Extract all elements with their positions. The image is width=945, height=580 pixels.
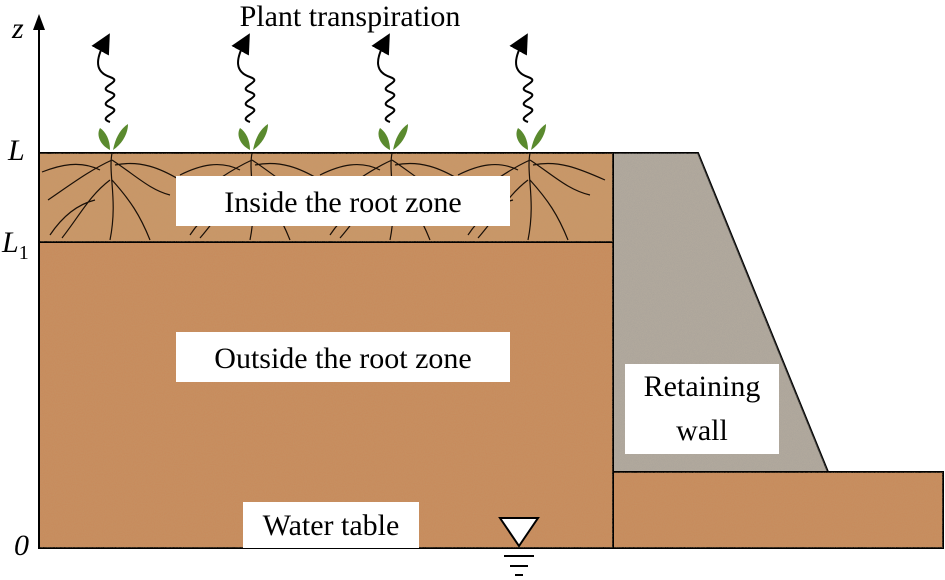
- label-retaining-wall-line1: Retaining: [644, 370, 761, 403]
- label-inside-root-zone: Inside the root zone: [176, 176, 510, 226]
- label-retaining-wall-line2: wall: [676, 414, 728, 447]
- water-table-triangle-icon: [498, 517, 540, 576]
- transpiration-arrows: [91, 33, 534, 123]
- root-depth-label: L1: [1, 226, 29, 264]
- label-retaining-wall: Retaining wall: [625, 364, 779, 454]
- origin-label: 0: [14, 529, 29, 562]
- z-axis-label: z: [11, 12, 24, 45]
- top-level-label: L: [7, 134, 25, 167]
- sprout-icon: [378, 124, 408, 150]
- root-depth-label-sub: 1: [19, 242, 29, 264]
- label-outside-root-zone-text: Outside the root zone: [214, 342, 471, 375]
- root-depth-label-main: L: [1, 226, 19, 259]
- sprout-icon: [98, 124, 128, 150]
- label-outside-root-zone: Outside the root zone: [176, 332, 510, 382]
- diagram-title: Plant transpiration: [240, 0, 461, 33]
- sprout-icon: [238, 124, 268, 150]
- z-axis: [33, 14, 45, 548]
- sprout-icon: [516, 124, 546, 150]
- label-inside-root-zone-text: Inside the root zone: [224, 186, 461, 219]
- lower-ground: [612, 471, 944, 549]
- label-water-table: Water table: [243, 502, 419, 548]
- label-water-table-text: Water table: [263, 509, 400, 542]
- soil-outside-root-zone: [38, 241, 614, 549]
